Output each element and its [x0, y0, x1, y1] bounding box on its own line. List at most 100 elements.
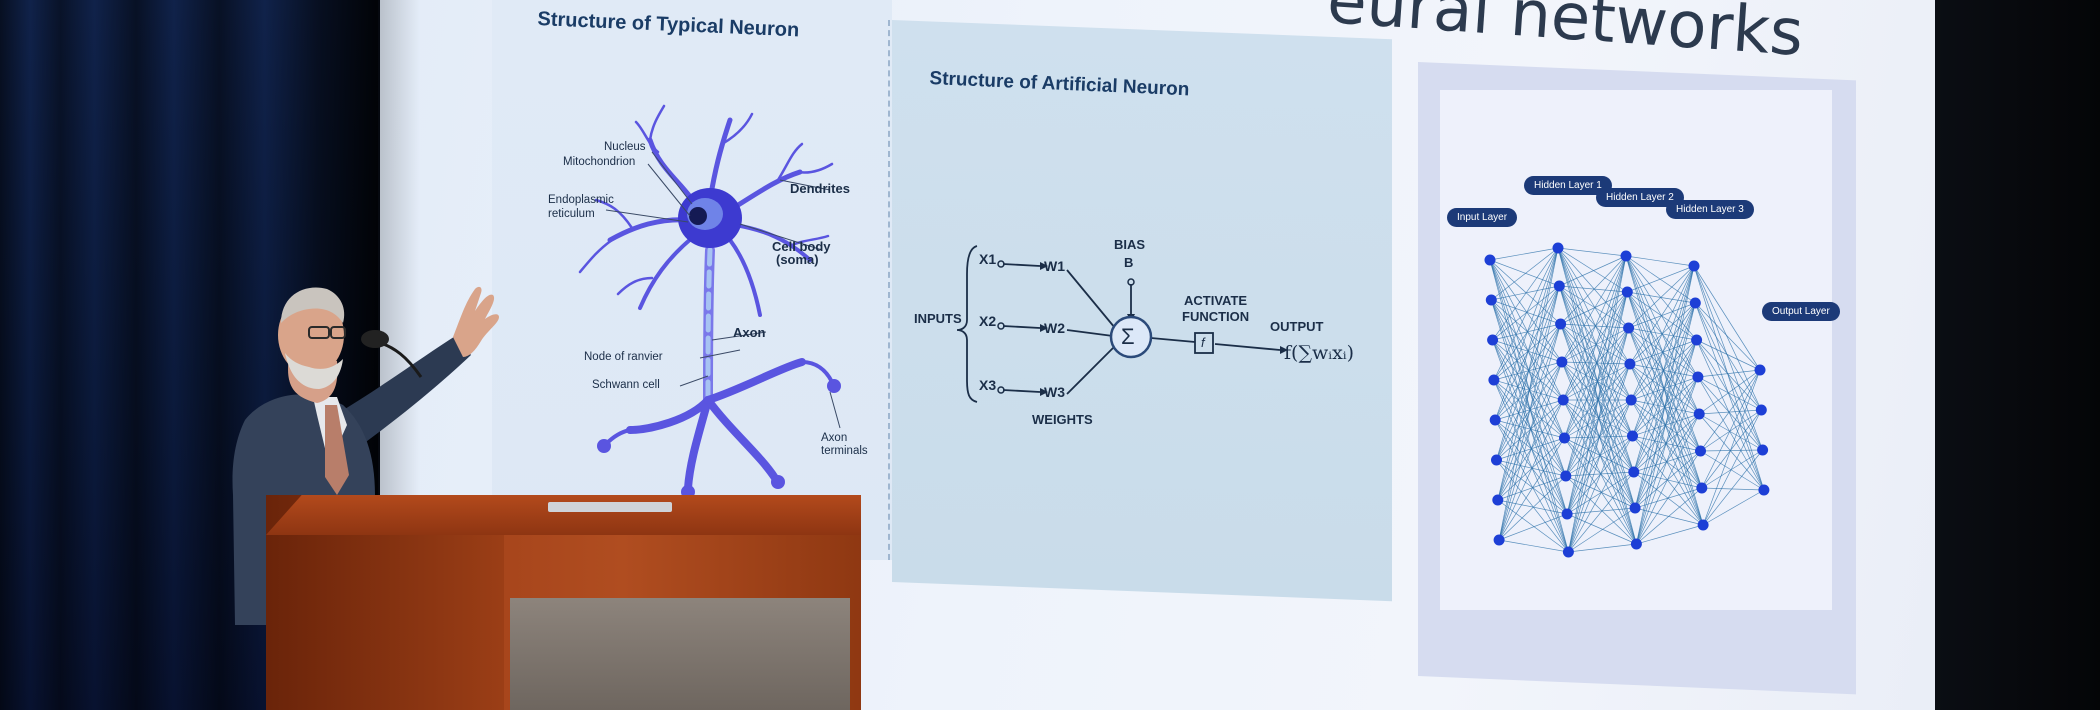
network-edge — [1493, 379, 1567, 477]
network-node — [1754, 364, 1766, 376]
network-edge — [1561, 361, 1636, 509]
network-edge — [1499, 539, 1569, 553]
podium-panel — [510, 598, 850, 710]
network-edge — [1566, 255, 1627, 515]
network-edge — [1627, 265, 1695, 293]
network-edge — [1568, 507, 1636, 553]
label-axon-terminals: Axon — [821, 432, 848, 444]
network-edge — [1701, 487, 1764, 491]
network-edge — [1559, 285, 1629, 329]
network-edge — [1702, 449, 1763, 526]
network-edge — [1628, 327, 1701, 452]
network-edge — [1636, 302, 1696, 545]
network-edge — [1695, 302, 1762, 411]
output-label: OUTPUT — [1270, 319, 1324, 334]
network-edge — [1496, 437, 1565, 461]
network-edge — [1560, 323, 1631, 365]
network-edge — [1557, 247, 1629, 329]
network-edge — [1559, 285, 1631, 365]
network-edge — [1636, 524, 1704, 545]
network-node — [1621, 286, 1633, 298]
network-node — [1689, 297, 1701, 309]
network-node — [1693, 408, 1705, 420]
network-node — [1559, 432, 1570, 444]
function-label: FUNCTION — [1182, 309, 1250, 324]
network-edge — [1568, 435, 1633, 553]
label-terminals: terminals — [821, 445, 868, 457]
network-edge — [1561, 361, 1630, 365]
network-node — [1757, 444, 1769, 456]
network-edge — [1628, 327, 1700, 415]
network-edge — [1558, 285, 1636, 509]
label-schwann-cell: Schwann cell — [592, 379, 660, 391]
label-nucleus: Nucleus — [604, 141, 646, 153]
network-edge — [1694, 302, 1763, 451]
network-edge — [1492, 339, 1563, 363]
network-edge — [1562, 327, 1629, 401]
network-edge — [1489, 259, 1567, 477]
network-node — [1555, 318, 1567, 330]
network-edge — [1568, 291, 1628, 553]
label-mitochondrion: Mitochondrion — [563, 156, 636, 168]
network-edge — [1636, 450, 1701, 545]
network-edge — [1497, 499, 1568, 515]
network-edge — [1568, 399, 1632, 553]
network-edge — [1560, 323, 1637, 545]
network-edge — [1561, 255, 1627, 363]
network-edge — [1630, 399, 1704, 526]
network-edge — [1627, 291, 1699, 378]
network-node — [1488, 374, 1500, 386]
network-edge — [1565, 471, 1634, 477]
network-edge — [1561, 361, 1633, 437]
network-edge — [1496, 459, 1569, 553]
network-edge — [1696, 339, 1763, 451]
network-edge — [1492, 339, 1569, 553]
network-edge — [1560, 323, 1629, 329]
network-edge — [1696, 339, 1762, 411]
network-edge — [1700, 409, 1762, 452]
network-edge — [1558, 285, 1633, 437]
network-node — [1692, 371, 1704, 383]
bias-label: BIAS — [1114, 237, 1146, 252]
network-edge — [1698, 369, 1761, 415]
network-edge — [1625, 255, 1695, 267]
network-edge — [1560, 323, 1632, 401]
input-x3: X3 — [979, 377, 997, 393]
network-edge — [1498, 475, 1567, 541]
network-edge — [1696, 339, 1765, 491]
network-node — [1691, 334, 1703, 346]
network-edge — [1698, 413, 1765, 491]
network-edge — [1493, 361, 1562, 381]
network-edge — [1494, 247, 1559, 421]
network-edge — [1561, 361, 1637, 545]
network-edge — [1632, 265, 1695, 437]
network-edge — [1693, 265, 1762, 411]
network-edge — [1699, 413, 1763, 451]
network-edge — [1489, 247, 1559, 261]
network-edge — [1498, 323, 1561, 541]
artificial-neuron-diagram — [956, 245, 1288, 403]
network-edge — [1561, 361, 1632, 401]
sum-symbol: Σ — [1121, 324, 1135, 349]
network-node — [1620, 250, 1632, 262]
network-edge — [1566, 513, 1637, 545]
network-node — [1493, 534, 1505, 546]
network-edge — [1557, 247, 1636, 509]
network-edge — [1564, 255, 1627, 439]
network-edge — [1498, 437, 1565, 541]
network-edge — [1625, 255, 1699, 378]
network-edge — [1702, 489, 1765, 526]
network-edge — [1559, 255, 1627, 287]
network-edge — [1497, 475, 1566, 501]
network-node — [1755, 404, 1767, 416]
network-edge — [1629, 363, 1701, 452]
network-edge — [1498, 513, 1568, 541]
network-edge — [1557, 247, 1632, 401]
label-cell-body: Cell body — [772, 239, 831, 254]
network-node — [1625, 394, 1637, 406]
network-edge — [1493, 379, 1568, 515]
network-edge — [1697, 376, 1763, 451]
weight-w3: W3 — [1044, 384, 1065, 400]
network-edge — [1492, 247, 1559, 341]
network-edge — [1566, 471, 1634, 515]
